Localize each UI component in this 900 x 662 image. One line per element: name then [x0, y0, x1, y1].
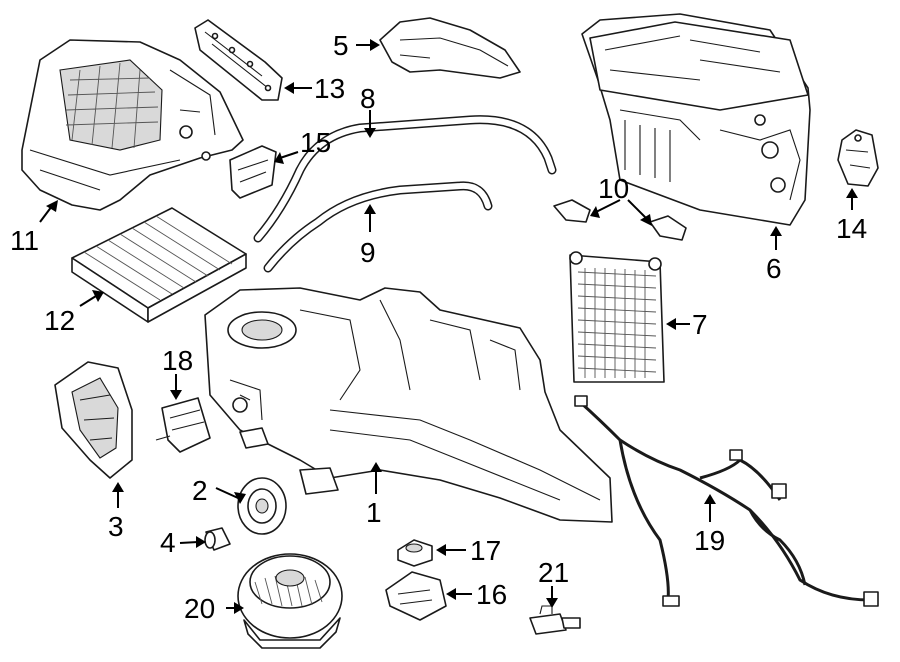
- callout-1: 1: [366, 497, 382, 528]
- part-8-hose: [253, 115, 557, 243]
- callout-6: 6: [766, 253, 782, 284]
- callout-20: 20: [184, 593, 215, 624]
- callout-10: 10: [598, 173, 629, 204]
- callout-16: 16: [476, 579, 507, 610]
- callout-3: 3: [108, 511, 124, 542]
- part-4-bushing: [204, 527, 231, 551]
- part-19-wiring-harness: [574, 395, 879, 607]
- callout-2: 2: [192, 475, 208, 506]
- callout-13: 13: [314, 73, 345, 104]
- part-13-bracket: [194, 19, 283, 101]
- part-2-blower-wheel: [237, 477, 287, 535]
- part-1-hvac-case: [204, 287, 613, 523]
- part-18-resistor: [155, 397, 211, 453]
- part-3-scroll-housing: [54, 361, 133, 479]
- callout-19: 19: [694, 525, 725, 556]
- part-14-actuator: [837, 129, 879, 187]
- part-21-sensor: [529, 605, 581, 635]
- callout-17: 17: [470, 535, 501, 566]
- part-7-heater-core: [569, 251, 665, 383]
- callout-5: 5: [333, 30, 349, 61]
- callout-18: 18: [162, 345, 193, 376]
- part-12-cabin-filter: [71, 207, 247, 323]
- callout-21: 21: [538, 557, 569, 588]
- part-5-air-duct: [379, 17, 521, 79]
- callout-12: 12: [44, 305, 75, 336]
- callout-9: 9: [360, 237, 376, 268]
- part-16-actuator: [385, 571, 447, 621]
- part-6-upper-case: [581, 13, 811, 226]
- callout-14: 14: [836, 213, 867, 244]
- callout-7: 7: [692, 309, 708, 340]
- callout-numbers: 1 2 3 4 5 6 7 8 9 10 11 12 13 14 15 16 1…: [10, 30, 867, 624]
- part-9-hose: [263, 181, 493, 273]
- callout-11: 11: [10, 225, 39, 256]
- part-20-blower-motor: [237, 553, 343, 649]
- part-11-blower-case: [21, 39, 244, 211]
- callout-4: 4: [160, 527, 176, 558]
- part-10-clips: [553, 199, 687, 241]
- part-17-motor-cap: [397, 539, 433, 567]
- callout-8: 8: [360, 83, 376, 114]
- leader-lines: [39, 39, 858, 614]
- callout-15: 15: [300, 127, 331, 158]
- part-15-cover: [229, 145, 277, 199]
